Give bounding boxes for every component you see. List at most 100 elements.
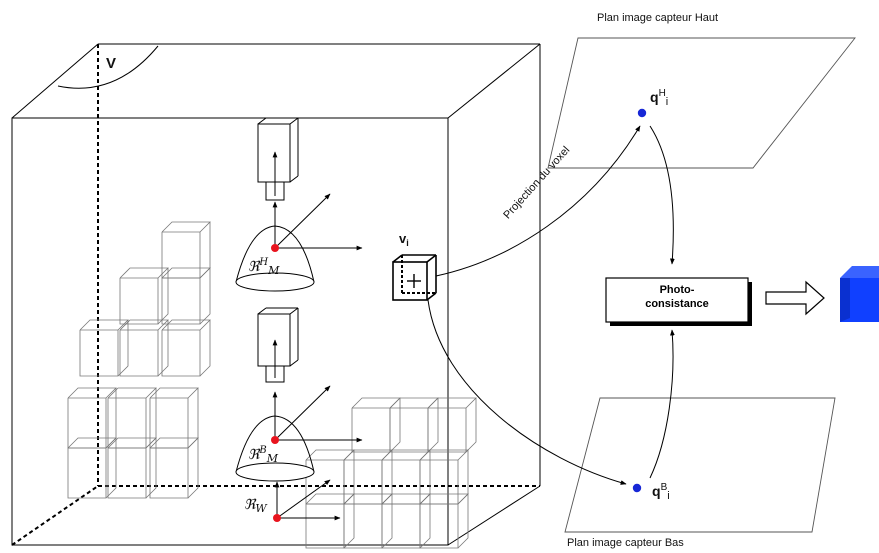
grid-voxel-edge <box>157 320 169 377</box>
grid-voxel-edge <box>305 503 345 549</box>
photo-consistance-line1: Photo- <box>659 284 695 296</box>
grid-voxel-edge <box>457 494 469 549</box>
grid-voxel-edge <box>343 459 383 505</box>
voxel-label-index: i <box>406 238 409 248</box>
voxel-label: vi <box>399 231 409 248</box>
q-bottom-sup: B <box>660 482 668 493</box>
grid-voxel-edge <box>117 320 129 377</box>
grid-voxel-edge <box>107 437 157 449</box>
bottom-projection-point <box>632 483 642 493</box>
grid-voxel-edge <box>161 221 211 233</box>
frame-w-sub: W <box>255 502 267 515</box>
frame-h-sup: H <box>259 257 269 268</box>
q-top-label: qHi <box>650 88 669 108</box>
grid-voxel-edge <box>419 459 459 505</box>
bottom-sensor-plane-caption: Plan image capteur Bas <box>567 537 684 549</box>
q-bottom-label: qBi <box>652 482 670 502</box>
top-mirror-center-point <box>271 244 279 252</box>
frame-w-main: ℜ <box>244 497 256 513</box>
grid-voxel-edge <box>67 447 107 499</box>
output-cube <box>840 266 879 322</box>
grid-voxel-edge <box>67 387 117 399</box>
grid-voxel-edge <box>343 493 393 505</box>
voxel-grid-left <box>67 221 211 499</box>
grid-voxel-edge <box>389 397 439 409</box>
grid-voxel-edge <box>419 449 469 461</box>
voxel-grid-right <box>305 397 477 549</box>
bottom-sensor-plane <box>564 397 836 533</box>
grid-voxel-edge <box>119 329 159 377</box>
grid-voxel-edge <box>427 397 477 409</box>
q-top-sub: i <box>665 96 669 108</box>
grid-voxel-edge <box>305 493 355 505</box>
q-bottom-sub: i <box>667 490 670 502</box>
frame-h-main: ℜ <box>248 259 260 275</box>
grid-voxel-edge <box>389 398 401 453</box>
top-mirror <box>235 193 363 292</box>
grid-voxel-edge <box>351 407 391 453</box>
grid-voxel-edge <box>119 319 169 331</box>
bottom-camera <box>257 307 299 383</box>
grid-voxel-edge <box>119 267 169 279</box>
volume-box <box>11 43 541 546</box>
photo-consistance-label: Photo- consistance <box>606 284 748 312</box>
grid-voxel-edge <box>343 449 393 461</box>
grid-voxel-edge <box>79 319 129 331</box>
top-camera <box>257 117 299 201</box>
frame-b-label: ℜBM <box>248 445 279 465</box>
grid-voxel-edge <box>381 503 421 549</box>
grid-voxel-edge <box>105 438 117 499</box>
grid-voxel-edge <box>161 267 211 279</box>
bottom-mirror <box>235 385 363 482</box>
frame-b-main: ℜ <box>248 447 260 463</box>
grid-voxel-edge <box>419 494 431 549</box>
volume-label: V <box>106 55 117 72</box>
grid-voxel-edge <box>305 449 355 461</box>
grid-voxel-edge <box>149 437 199 449</box>
grid-voxel-edge <box>149 387 199 399</box>
photo-consistance-box <box>605 277 752 326</box>
frame-h-sub: M <box>268 264 280 277</box>
grid-voxel-edge <box>389 407 429 453</box>
grid-voxel-edge <box>145 438 157 499</box>
frame-w-label: ℜW <box>244 497 267 515</box>
grid-voxel-edge <box>187 438 199 499</box>
grid-voxel-edge <box>381 449 431 461</box>
photo-consistance-line2: consistance <box>645 297 709 310</box>
top-projection-point <box>637 108 647 118</box>
frame-h-label: ℜHM <box>248 257 280 277</box>
projection-arrows <box>427 125 675 485</box>
grid-voxel-edge <box>107 387 157 399</box>
output-arrow <box>765 280 825 316</box>
voxel-label-main: v <box>399 231 407 246</box>
grid-voxel-edge <box>427 398 439 453</box>
grid-voxel-edge <box>199 320 211 377</box>
bottom-mirror-center-point <box>271 436 279 444</box>
grid-voxel-edge <box>305 459 345 505</box>
grid-voxel-edge <box>199 268 211 325</box>
grid-voxel-edge <box>419 503 459 549</box>
q-bottom-main: q <box>652 483 661 499</box>
q-top-main: q <box>650 89 659 105</box>
grid-voxel-edge <box>343 494 355 549</box>
grid-voxel-edge <box>465 398 477 453</box>
grid-voxel-edge <box>161 319 211 331</box>
grid-voxel-edge <box>67 437 117 449</box>
grid-voxel-edge <box>67 397 107 449</box>
frame-b-sub: M <box>266 452 279 465</box>
frame-b-sup: B <box>259 445 267 456</box>
top-sensor-plane-caption: Plan image capteur Haut <box>597 12 719 24</box>
grid-voxel-edge <box>157 268 169 325</box>
world-frame-origin-point <box>273 514 281 522</box>
world-frame <box>274 479 341 521</box>
grid-voxel-edge <box>119 277 159 325</box>
grid-voxel-edge <box>381 494 393 549</box>
grid-voxel-edge <box>381 493 431 505</box>
top-sensor-plane <box>547 37 856 169</box>
grid-voxel-edge <box>351 397 401 409</box>
q-top-sup: H <box>658 88 666 99</box>
grid-voxel-edge <box>381 459 421 505</box>
voxel-cube <box>392 254 437 301</box>
grid-voxel-edge <box>427 407 467 453</box>
